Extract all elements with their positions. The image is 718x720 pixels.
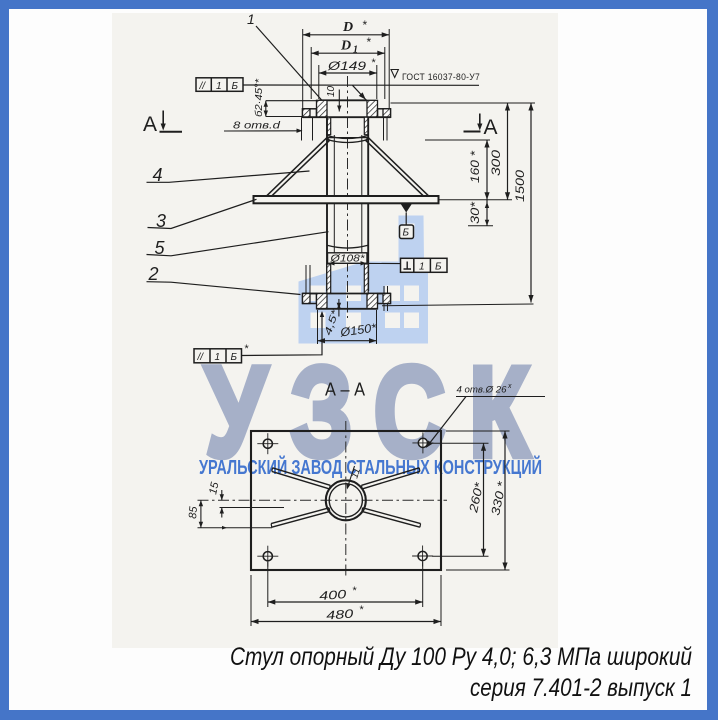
svg-text:Стул опорный Ду 100 Ру 4,0; 6,: Стул опорный Ду 100 Ру 4,0; 6,3 МПа широ… <box>230 643 692 671</box>
svg-text:*: * <box>366 35 371 49</box>
svg-text:А: А <box>484 116 498 139</box>
svg-text:10: 10 <box>326 85 337 97</box>
svg-text:1: 1 <box>419 262 425 273</box>
svg-text:1: 1 <box>216 81 222 92</box>
svg-text:1: 1 <box>247 11 255 27</box>
svg-text:*: * <box>244 343 249 355</box>
svg-text:Ø108*: Ø108* <box>329 253 365 265</box>
svg-text:А: А <box>143 113 157 136</box>
svg-text:Ø149: Ø149 <box>327 59 367 73</box>
svg-text:УЗСК: УЗСК <box>205 341 553 484</box>
svg-text:400: 400 <box>319 587 347 603</box>
svg-text:8 отв.d: 8 отв.d <box>233 120 281 132</box>
svg-text:2: 2 <box>147 264 158 284</box>
svg-text:УРАЛЬСКИЙ ЗАВОД СТАЛЬНЫХ КОНСТ: УРАЛЬСКИЙ ЗАВОД СТАЛЬНЫХ КОНСТРУКЦИЙ <box>199 455 542 479</box>
svg-text:Б: Б <box>231 352 238 363</box>
svg-text:Б: Б <box>435 262 442 273</box>
svg-text:11: 11 <box>349 467 363 480</box>
svg-text:D: D <box>342 20 353 35</box>
svg-text:А – А: А – А <box>325 379 366 400</box>
svg-text:б2·45°*: б2·45°* <box>253 78 265 117</box>
svg-text:ГОСТ 16037-80-У7: ГОСТ 16037-80-У7 <box>402 72 480 83</box>
svg-text:Ø150*: Ø150* <box>338 321 377 340</box>
svg-text:Б: Б <box>232 81 239 92</box>
svg-text:480: 480 <box>326 607 354 623</box>
svg-text:300: 300 <box>489 150 503 176</box>
svg-text:*: * <box>359 604 364 616</box>
svg-text:*: * <box>362 18 367 32</box>
svg-text:Б: Б <box>403 228 410 239</box>
svg-text:4: 4 <box>152 165 162 185</box>
svg-text:260*: 260* <box>466 481 486 515</box>
svg-text:1500: 1500 <box>513 170 527 202</box>
svg-text:серия 7.401-2 выпуск 1: серия 7.401-2 выпуск 1 <box>470 674 692 702</box>
svg-text:3: 3 <box>156 211 166 231</box>
svg-text://: // <box>197 352 205 363</box>
svg-text:*: * <box>371 57 376 69</box>
svg-text:х: х <box>507 383 512 390</box>
svg-text:160 *: 160 * <box>468 151 482 183</box>
svg-text:4 отв.Ø 26: 4 отв.Ø 26 <box>457 385 508 396</box>
svg-text:1: 1 <box>353 45 358 56</box>
svg-text:5: 5 <box>154 238 165 258</box>
svg-text:15: 15 <box>207 480 221 495</box>
svg-text:330 *: 330 * <box>488 480 509 517</box>
svg-text://: // <box>199 81 207 92</box>
svg-text:1: 1 <box>215 352 221 363</box>
svg-text:30*: 30* <box>468 202 482 224</box>
svg-text:*: * <box>352 585 357 597</box>
svg-text:85: 85 <box>187 505 200 519</box>
svg-text:D: D <box>340 39 351 54</box>
